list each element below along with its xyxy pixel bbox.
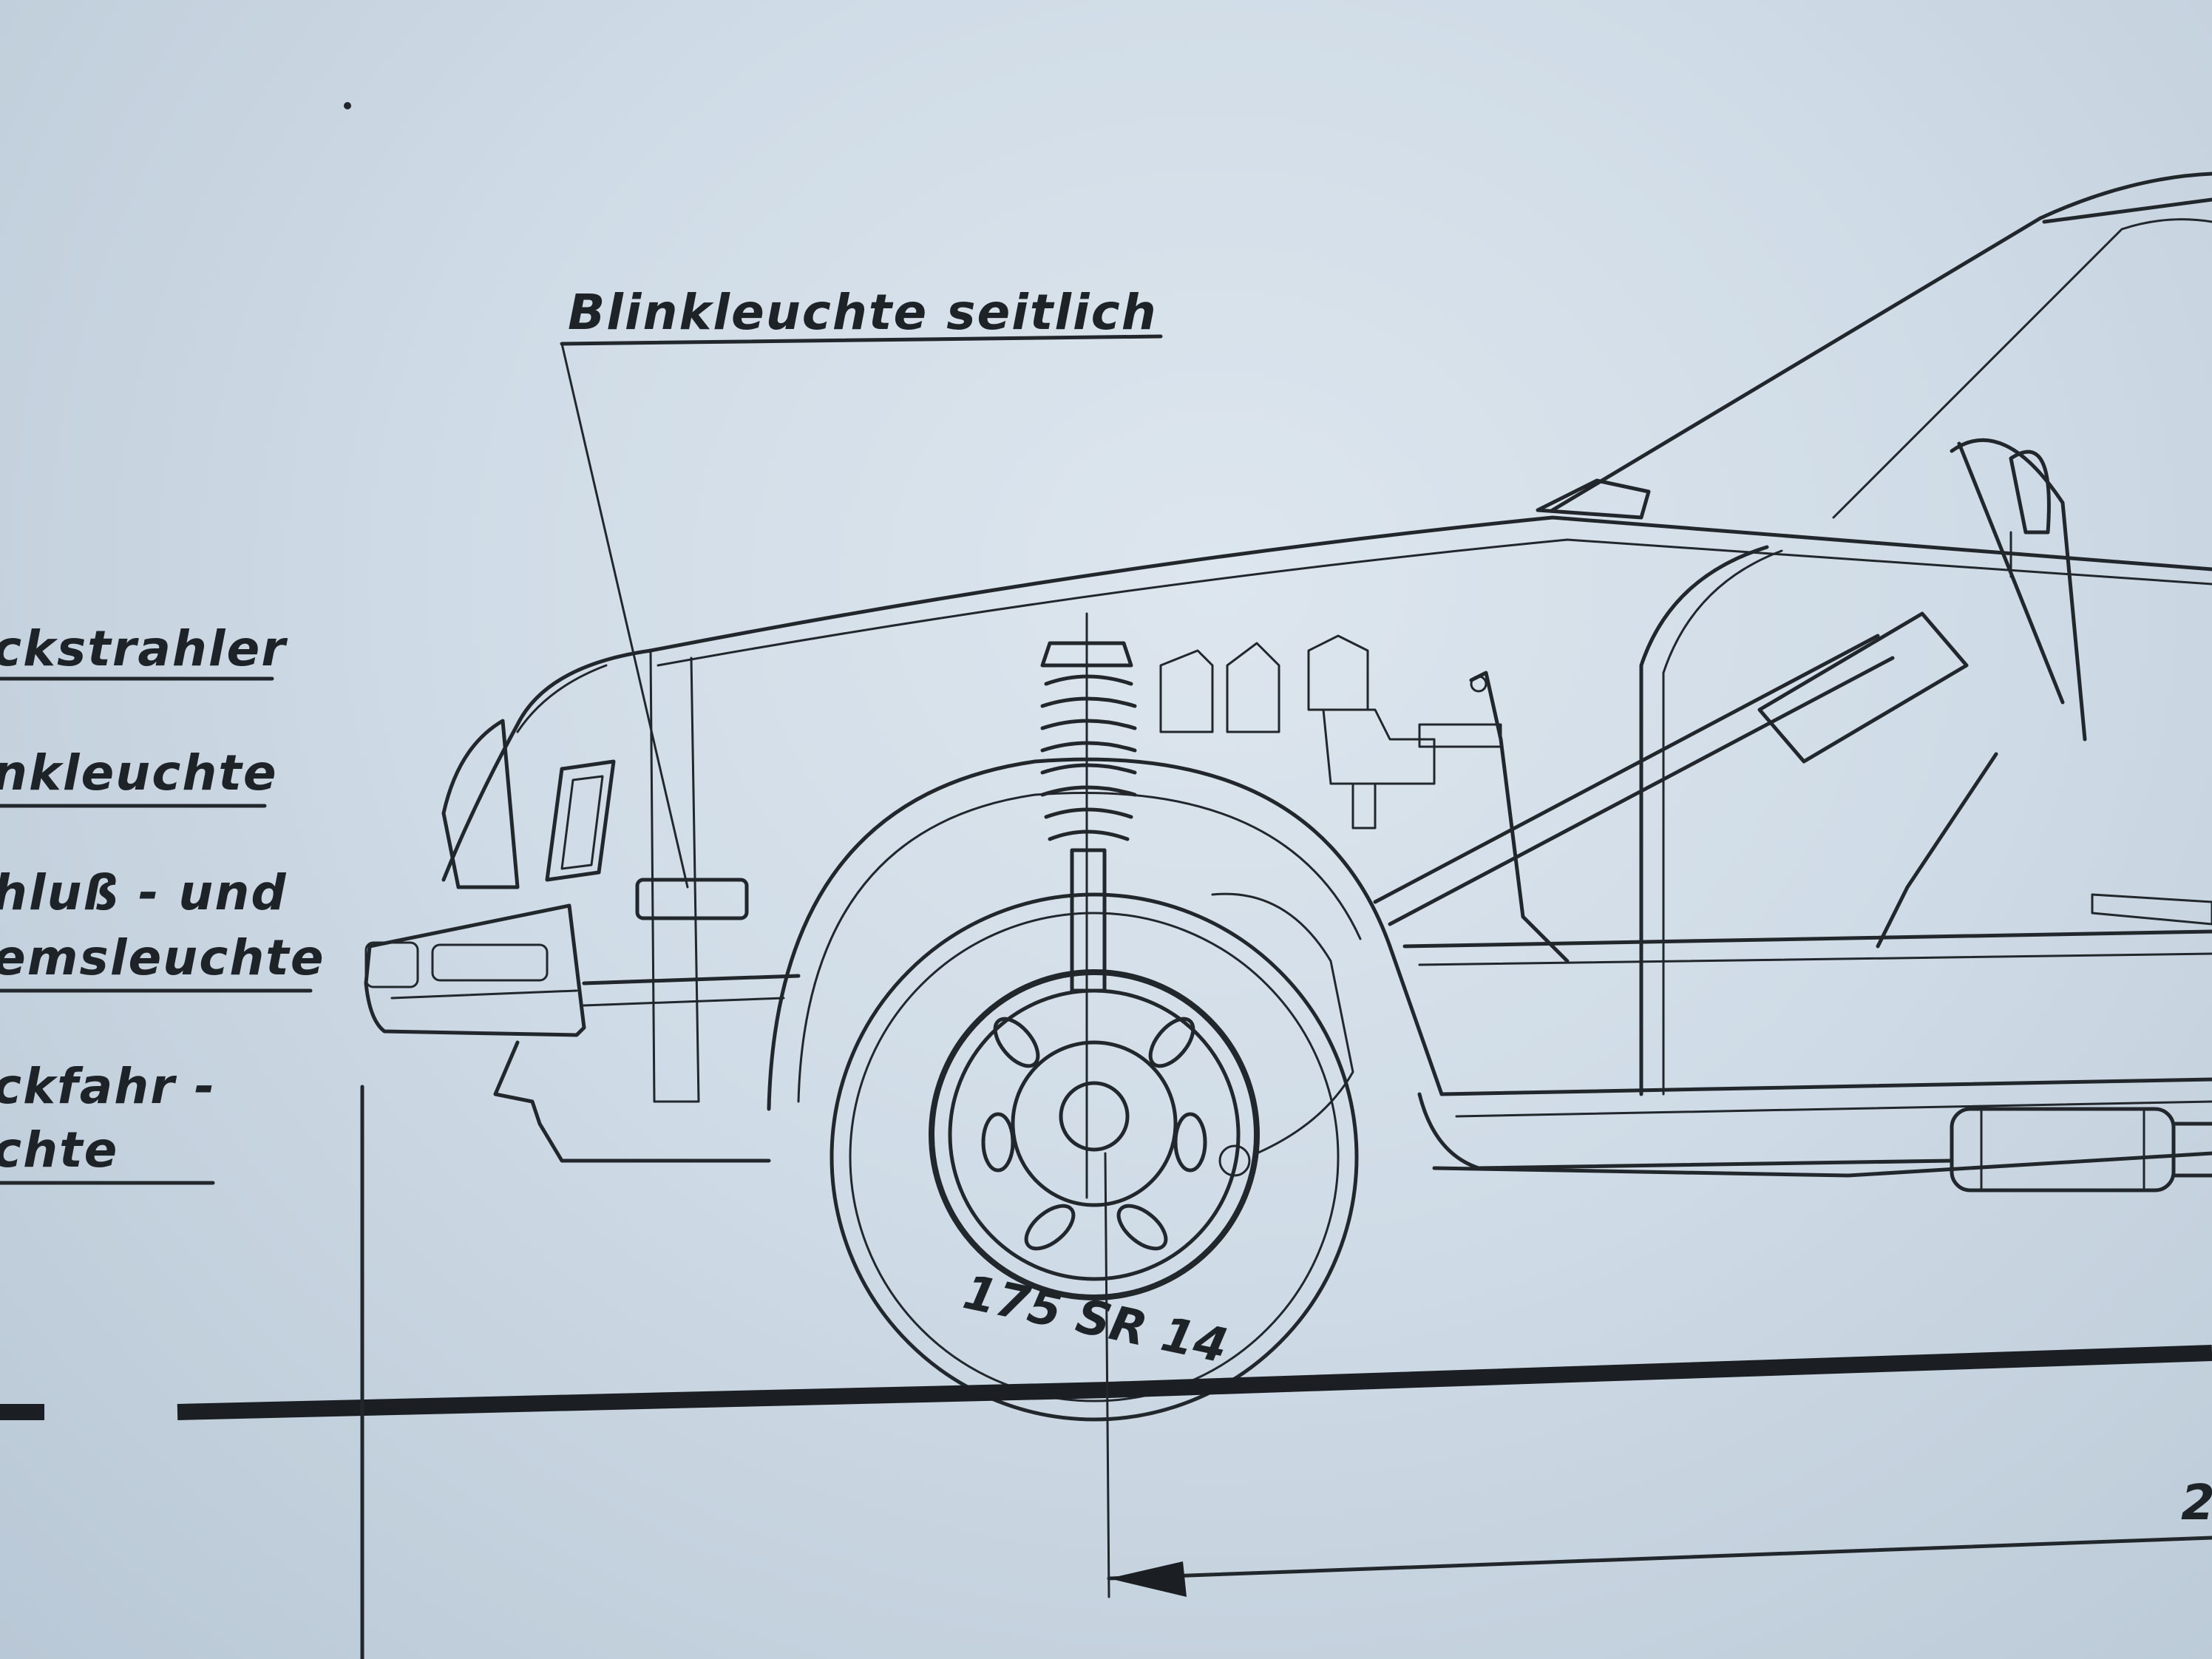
steering-linkage: [1876, 752, 1998, 949]
pedal-pivot: [1470, 675, 1487, 693]
brake-shield: [1211, 892, 1354, 1155]
windshield-front-edge: [1550, 172, 2212, 512]
hub-cap: [1059, 1081, 1130, 1152]
wheel-arch-inner: [797, 792, 1362, 1103]
tire-size-label: 175 SR 14: [959, 1265, 1232, 1374]
side-badge: [635, 878, 749, 920]
wheel-arch-outer: [767, 757, 1444, 1111]
rim-outer: [929, 969, 1260, 1300]
exhaust-tail: [2171, 1122, 2212, 1178]
ground-line: [177, 1345, 2212, 1420]
label-blinkleuchte-seitlich: Blinkleuchte seitlich: [568, 284, 1158, 341]
headlight-housing: [441, 719, 520, 889]
reservoir-2: [1226, 642, 1280, 733]
pedal-arm: [1469, 671, 1570, 963]
steering: [1373, 438, 2212, 949]
front-bumper: [364, 903, 586, 1037]
wheel-vent-5: [1024, 1204, 1076, 1251]
bumper-light: [431, 943, 549, 982]
front-nose-inner: [516, 664, 608, 733]
wheel-vent-6: [1116, 1204, 1168, 1251]
steering-column-upper: [1373, 634, 1880, 904]
steering-column-lower: [1388, 656, 1895, 926]
side-marker-lamp-lens: [560, 775, 604, 870]
rocker-panel-lower: [1455, 1100, 2212, 1118]
label-group-top: Blinkleuchte seitlich: [560, 284, 1163, 889]
caliper-bolt: [1218, 1144, 1251, 1177]
booster-rod: [1418, 723, 1502, 748]
seat-rail: [2091, 893, 2212, 926]
bumper-crease: [390, 989, 578, 1000]
underbody-line: [1432, 1151, 2212, 1178]
fender-reflector-post: [649, 649, 700, 1103]
door-front-edge-inner: [1662, 549, 1783, 1096]
strut-top-mount: [1040, 641, 1133, 668]
label-rueckstrahler: ckstrahler: [0, 620, 288, 677]
coil-spring: [1040, 674, 1137, 841]
tire-sidewall: [849, 912, 1340, 1402]
front-apron: [493, 1040, 771, 1163]
label-leuchte: chte: [0, 1122, 118, 1178]
wheel-vent-1: [993, 1017, 1040, 1068]
leader-line-blinkleuchte-seitlich: [560, 342, 689, 889]
muffler: [1950, 1107, 2176, 1192]
steering-column-shroud: [1757, 611, 1969, 764]
side-trim-front: [582, 974, 801, 985]
exhaust-pipe: [1417, 1092, 1954, 1170]
bumper-end-light: [364, 941, 419, 988]
wheel-vent-3: [981, 1112, 1015, 1173]
vertical-reference-axle: [1104, 1152, 1110, 1598]
label-group-left: ckstrahler nkleuchte hluß - und emsleuch…: [0, 620, 325, 1185]
brake-line-block: [1351, 782, 1377, 830]
side-trim-rear: [1402, 929, 2212, 949]
rearview-mirror: [2009, 449, 2051, 535]
label-rueckfahr: ckfahr -: [0, 1058, 216, 1115]
engine-bay: [1159, 634, 1570, 963]
print-speck: [344, 102, 351, 109]
car-body: [364, 172, 2212, 1178]
leader-underline-blinkleuchte-seitlich: [560, 334, 1163, 346]
side-trim-rear-lower: [1418, 952, 2212, 966]
brake-master-cylinder: [1322, 708, 1436, 785]
hood-top-line: [648, 515, 2212, 653]
label-bremsleuchte: emsleuchte: [0, 929, 325, 986]
label-schluss-und: hluß - und: [0, 864, 288, 921]
rocker-panel: [1439, 1077, 2212, 1096]
rim-lip: [948, 988, 1241, 1281]
front-wheel: 175 SR 14: [830, 892, 1359, 1422]
door-front-edge: [1639, 545, 1769, 1096]
muffler-bands: [1980, 1107, 2145, 1192]
wheel-disc: [1011, 1040, 1178, 1207]
dimension-arrowhead: [1109, 1561, 1187, 1597]
dimension-value: 2: [2181, 1474, 2212, 1531]
side-trim-front-lower: [583, 997, 785, 1007]
wheel-vent-4: [1173, 1112, 1207, 1173]
wiper-cowl: [1536, 478, 1651, 520]
reservoir-3: [1307, 634, 1369, 711]
wheel-vent-2: [1148, 1017, 1195, 1068]
exhaust: [1417, 1092, 2212, 1192]
ground-and-dimensions: 2: [0, 1085, 2212, 1659]
reservoir-1: [1159, 649, 1214, 733]
windshield-pillar: [1832, 218, 2212, 519]
side-marker-lamp: [545, 759, 616, 882]
front-nose-upper: [441, 648, 653, 882]
hood-inner-line: [657, 538, 2212, 667]
wheelbase-dimension-line: [1107, 1536, 2212, 1581]
tire-outer: [830, 892, 1359, 1422]
steering-wheel-rim: [1950, 438, 2087, 742]
label-blinkleuchte: nkleuchte: [0, 744, 278, 801]
roof-line: [2042, 197, 2212, 224]
suspension-strut: [1040, 612, 1137, 1199]
